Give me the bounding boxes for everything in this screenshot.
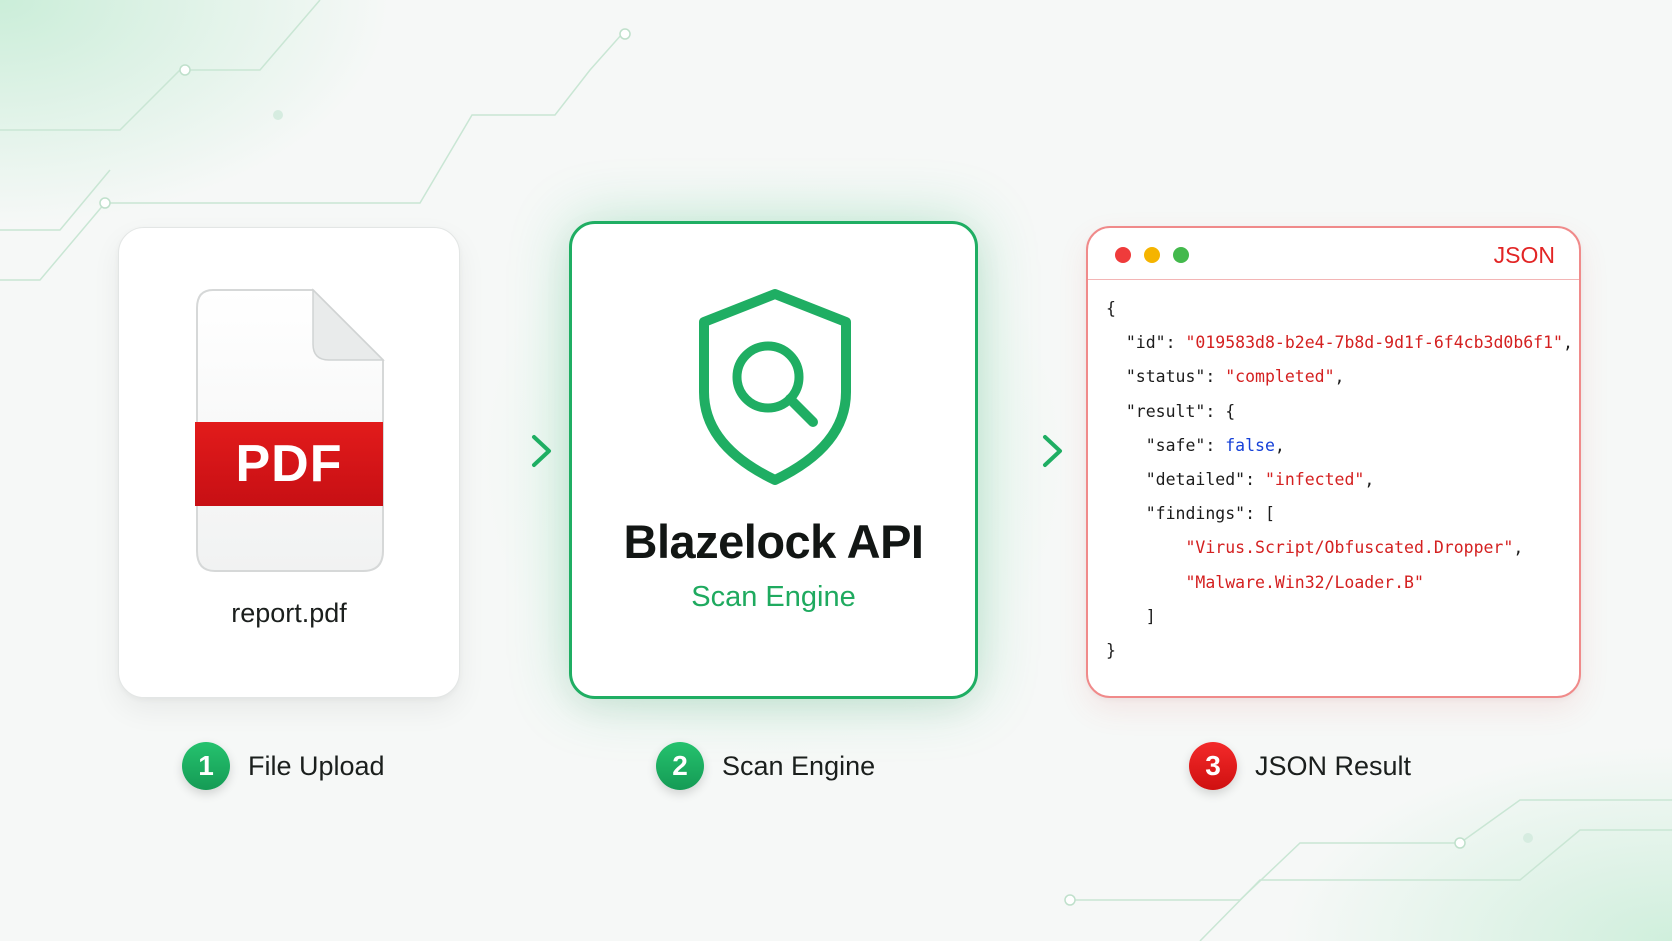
pdf-badge: PDF [195, 422, 383, 506]
step-label: JSON Result [1255, 750, 1412, 781]
json-result-card: JSON { "id": "019583d8-b2e4-7b8d-9d1f-6f… [1086, 226, 1581, 698]
code-line: { [1106, 299, 1116, 318]
scan-engine-card: Blazelock API Scan Engine [569, 221, 978, 699]
file-name: report.pdf [231, 598, 347, 628]
json-code-block: { "id": "019583d8-b2e4-7b8d-9d1f-6f4cb3d… [1106, 292, 1573, 668]
code-line: "safe": false, [1145, 435, 1285, 455]
code-line: } [1106, 640, 1116, 660]
engine-title: Blazelock API [623, 515, 925, 568]
step-number-badge: 1 [182, 742, 230, 790]
step-label: Scan Engine [722, 750, 876, 781]
code-line: "Virus.Script/Obfuscated.Dropper", [1185, 538, 1524, 558]
shield-search-icon [699, 289, 851, 485]
code-line: ] [1145, 606, 1156, 626]
step-file-upload: 1 File Upload [182, 742, 385, 790]
code-line: "detailed": "infected", [1145, 469, 1375, 489]
json-header-label: JSON [1493, 242, 1555, 268]
window-minimize-dot-icon [1144, 247, 1160, 263]
step-number-badge: 3 [1189, 742, 1237, 790]
engine-subtitle: Scan Engine [691, 581, 856, 613]
window-close-dot-icon [1115, 247, 1131, 263]
arrow-right-icon [993, 435, 1062, 467]
arrow-right-icon [472, 435, 551, 467]
step-number-badge: 2 [656, 742, 704, 790]
pdf-document-icon: PDF [195, 288, 385, 573]
step-json-result: 3 JSON Result [1189, 742, 1411, 790]
json-window-header: JSON [1088, 228, 1579, 280]
code-line: "findings": [ [1145, 504, 1275, 524]
code-line: "Malware.Win32/Loader.B" [1185, 572, 1424, 592]
code-line: "result": { [1125, 401, 1236, 421]
code-line: "id": "019583d8-b2e4-7b8d-9d1f-6f4cb3d0b… [1125, 333, 1573, 353]
window-maximize-dot-icon [1173, 247, 1189, 263]
step-scan-engine: 2 Scan Engine [656, 742, 875, 790]
step-label: File Upload [248, 750, 385, 781]
file-upload-card: PDF report.pdf [118, 227, 460, 698]
code-line: "status": "completed", [1125, 367, 1345, 387]
